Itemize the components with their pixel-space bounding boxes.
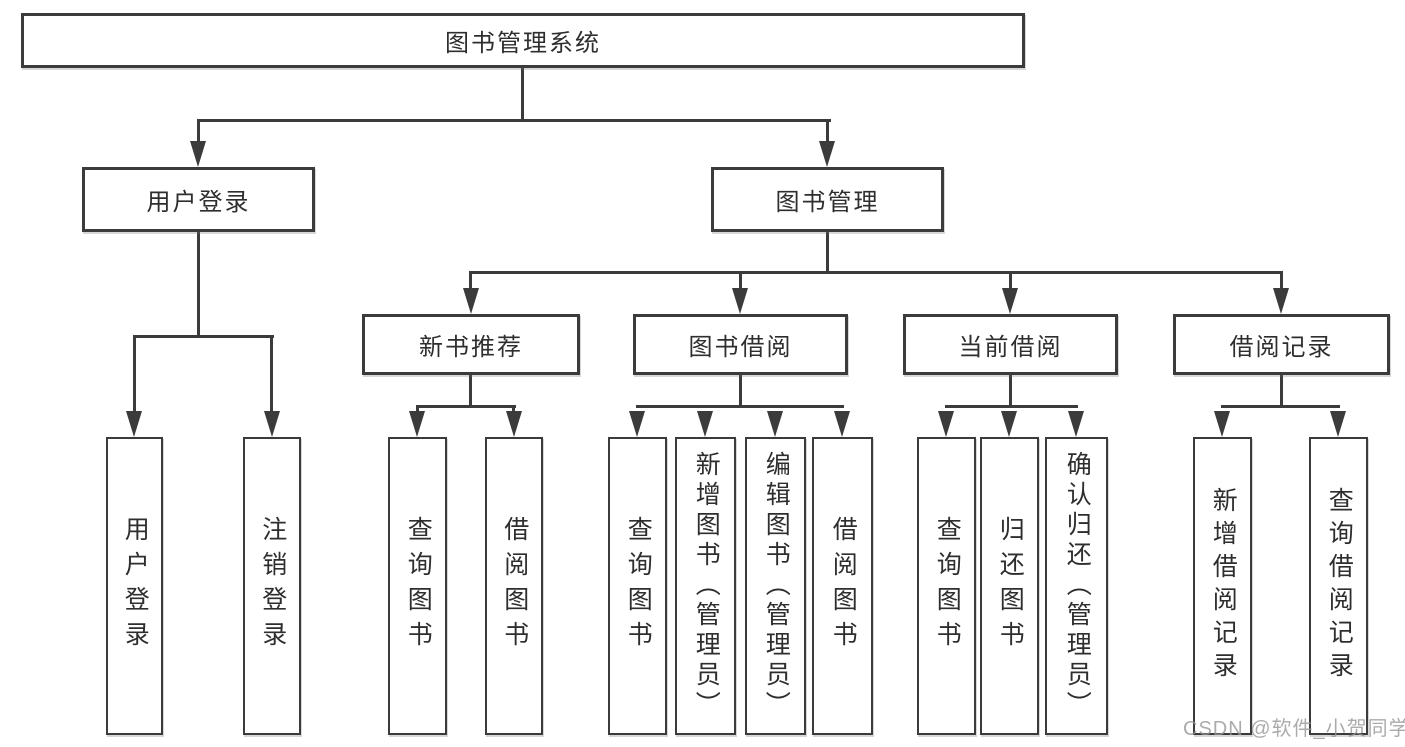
leaf-edit-books-admin: 编辑图书（管理员） (745, 437, 806, 735)
edge-line (197, 119, 200, 151)
node-label: 借阅图书 (500, 516, 529, 656)
arrow-down-icon (697, 411, 713, 437)
arrow-down-icon (1002, 288, 1018, 314)
arrow-down-icon (506, 411, 522, 437)
leaf-add-books-admin: 新增图书（管理员） (675, 437, 736, 735)
node-root-title: 图书管理系统 (21, 13, 1025, 68)
node-label: 借阅图书 (829, 516, 858, 656)
edge-line (197, 119, 831, 122)
node-label: 确认归还（管理员） (1063, 451, 1092, 721)
edge-line (826, 232, 829, 274)
arrow-down-icon (767, 411, 783, 437)
edge-line (133, 335, 274, 338)
node-label: 图书借阅 (688, 334, 793, 361)
arrow-down-icon (1330, 411, 1346, 437)
leaf-user-login: 用户登录 (106, 437, 163, 735)
edge-line (469, 271, 1283, 274)
arrow-down-icon (1273, 288, 1289, 314)
leaf-add-borrow-record: 新增借阅记录 (1193, 437, 1252, 735)
node-borrow-records: 借阅记录 (1173, 314, 1390, 375)
arrow-down-icon (190, 141, 206, 167)
node-label: 图书管理系统 (445, 30, 601, 57)
node-label: 归还图书 (996, 516, 1025, 656)
leaf-confirm-return-admin: 确认归还（管理员） (1045, 437, 1108, 735)
arrow-down-icon (819, 141, 835, 167)
edge-line (133, 335, 136, 415)
edge-line (1280, 271, 1283, 293)
node-label: 用户登录 (146, 189, 251, 216)
edge-line (469, 271, 472, 293)
node-current-borrowing: 当前借阅 (903, 314, 1118, 375)
edge-line (1280, 375, 1283, 408)
node-label: 注销登录 (258, 516, 287, 656)
arrow-down-icon (1214, 411, 1230, 437)
edge-line (636, 405, 844, 408)
leaf-query-books-recommend: 查询图书 (388, 437, 447, 735)
node-label: 查询图书 (624, 516, 653, 656)
arrow-down-icon (938, 411, 954, 437)
arrow-down-icon (1001, 411, 1017, 437)
arrow-down-icon (409, 411, 425, 437)
node-label: 查询图书 (933, 516, 962, 656)
arrow-down-icon (463, 288, 479, 314)
edge-line (469, 375, 472, 408)
edge-line (1009, 271, 1012, 293)
edge-line (1009, 375, 1012, 408)
arrow-down-icon (264, 411, 280, 437)
arrow-down-icon (732, 288, 748, 314)
leaf-return-books: 归还图书 (980, 437, 1039, 735)
edge-line (521, 68, 524, 122)
arrow-down-icon (834, 411, 850, 437)
leaf-query-books-current: 查询图书 (917, 437, 976, 735)
arrow-down-icon (629, 411, 645, 437)
node-label: 编辑图书（管理员） (762, 451, 791, 721)
edge-line (739, 375, 742, 408)
node-user-login: 用户登录 (82, 167, 315, 232)
node-label: 查询借阅记录 (1325, 487, 1354, 685)
edge-line (826, 119, 829, 151)
node-label: 借阅记录 (1229, 334, 1334, 361)
edge-line (416, 405, 516, 408)
node-label: 图书管理 (775, 189, 880, 216)
node-book-borrowing: 图书借阅 (633, 314, 848, 375)
edge-line (739, 271, 742, 293)
node-label: 新增借阅记录 (1209, 487, 1238, 685)
edge-line (197, 232, 200, 338)
leaf-query-books-borrowing: 查询图书 (608, 437, 667, 735)
node-book-management: 图书管理 (711, 167, 944, 232)
node-label: 查询图书 (404, 516, 433, 656)
arrow-down-icon (1068, 411, 1084, 437)
leaf-logout: 注销登录 (243, 437, 301, 735)
leaf-query-borrow-record: 查询借阅记录 (1309, 437, 1368, 735)
edge-line (945, 405, 1078, 408)
edge-line (1221, 405, 1340, 408)
edge-line (270, 335, 273, 415)
node-new-book-recommend: 新书推荐 (362, 314, 580, 375)
leaf-borrow-books-recommend: 借阅图书 (485, 437, 543, 735)
node-label: 新书推荐 (419, 334, 523, 361)
node-label: 新增图书（管理员） (692, 451, 721, 721)
arrow-down-icon (126, 411, 142, 437)
csdn-watermark: CSDN @软件_小贺同学 (1183, 718, 1405, 740)
node-label: 用户登录 (121, 516, 150, 656)
leaf-borrow-books: 借阅图书 (812, 437, 873, 735)
node-label: 当前借阅 (958, 334, 1063, 361)
